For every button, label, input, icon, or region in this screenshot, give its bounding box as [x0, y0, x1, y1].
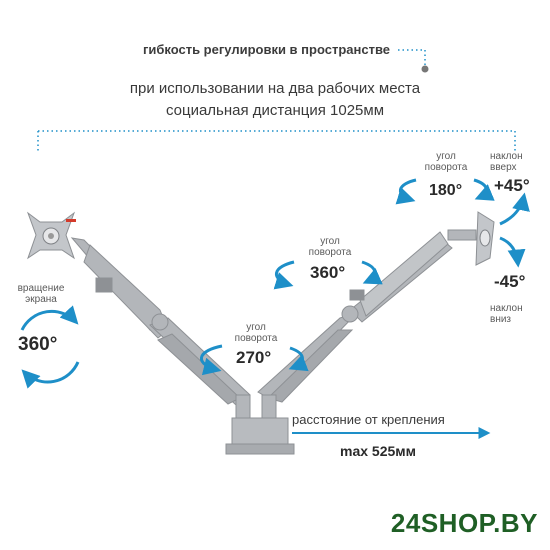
tilt-up-deg: +45°	[494, 176, 530, 195]
rotation-arrow-180	[395, 178, 495, 205]
rotation-arrow-360-mid	[273, 260, 383, 290]
subline-distance: социальная дистанция 1025мм	[165, 102, 385, 119]
tilt-up-arrow	[499, 192, 530, 226]
center-base	[225, 394, 295, 455]
deg-180: 180°	[429, 182, 463, 199]
right-vesa-plate	[447, 211, 495, 266]
brand-logo-text: 24SHOP.BY	[390, 508, 538, 538]
subline-workplaces: при использовании на два рабочих места	[129, 80, 421, 97]
rotation-arrow-screen	[20, 305, 80, 389]
tilt-up-label: наклон вверх	[490, 151, 523, 173]
dotted-bracket	[37, 130, 516, 152]
deg-360-screen: 360°	[18, 334, 58, 355]
headline: гибкость регулировки в пространстве	[142, 42, 390, 57]
angle-label-center: угол поворота	[234, 322, 278, 344]
deg-270: 270°	[236, 348, 272, 367]
rotate-screen-label: вращение экрана	[17, 283, 65, 305]
left-vesa-plate	[26, 211, 76, 260]
rotation-arrow-270	[200, 344, 309, 376]
max-distance: max 525мм	[340, 443, 416, 459]
tilt-down-arrow	[499, 236, 526, 268]
guide-dot	[421, 65, 429, 73]
deg-360-mid: 360°	[310, 263, 346, 282]
angle-label-right: угол поворота	[424, 151, 468, 173]
dotted-guide-top	[398, 49, 426, 66]
left-arm	[70, 237, 251, 406]
distance-label: расстояние от крепления	[292, 412, 445, 427]
tilt-down-label: наклон вниз	[490, 303, 523, 325]
angle-label-mid: угол поворота	[308, 236, 352, 258]
tilt-down-deg: -45°	[494, 272, 526, 291]
